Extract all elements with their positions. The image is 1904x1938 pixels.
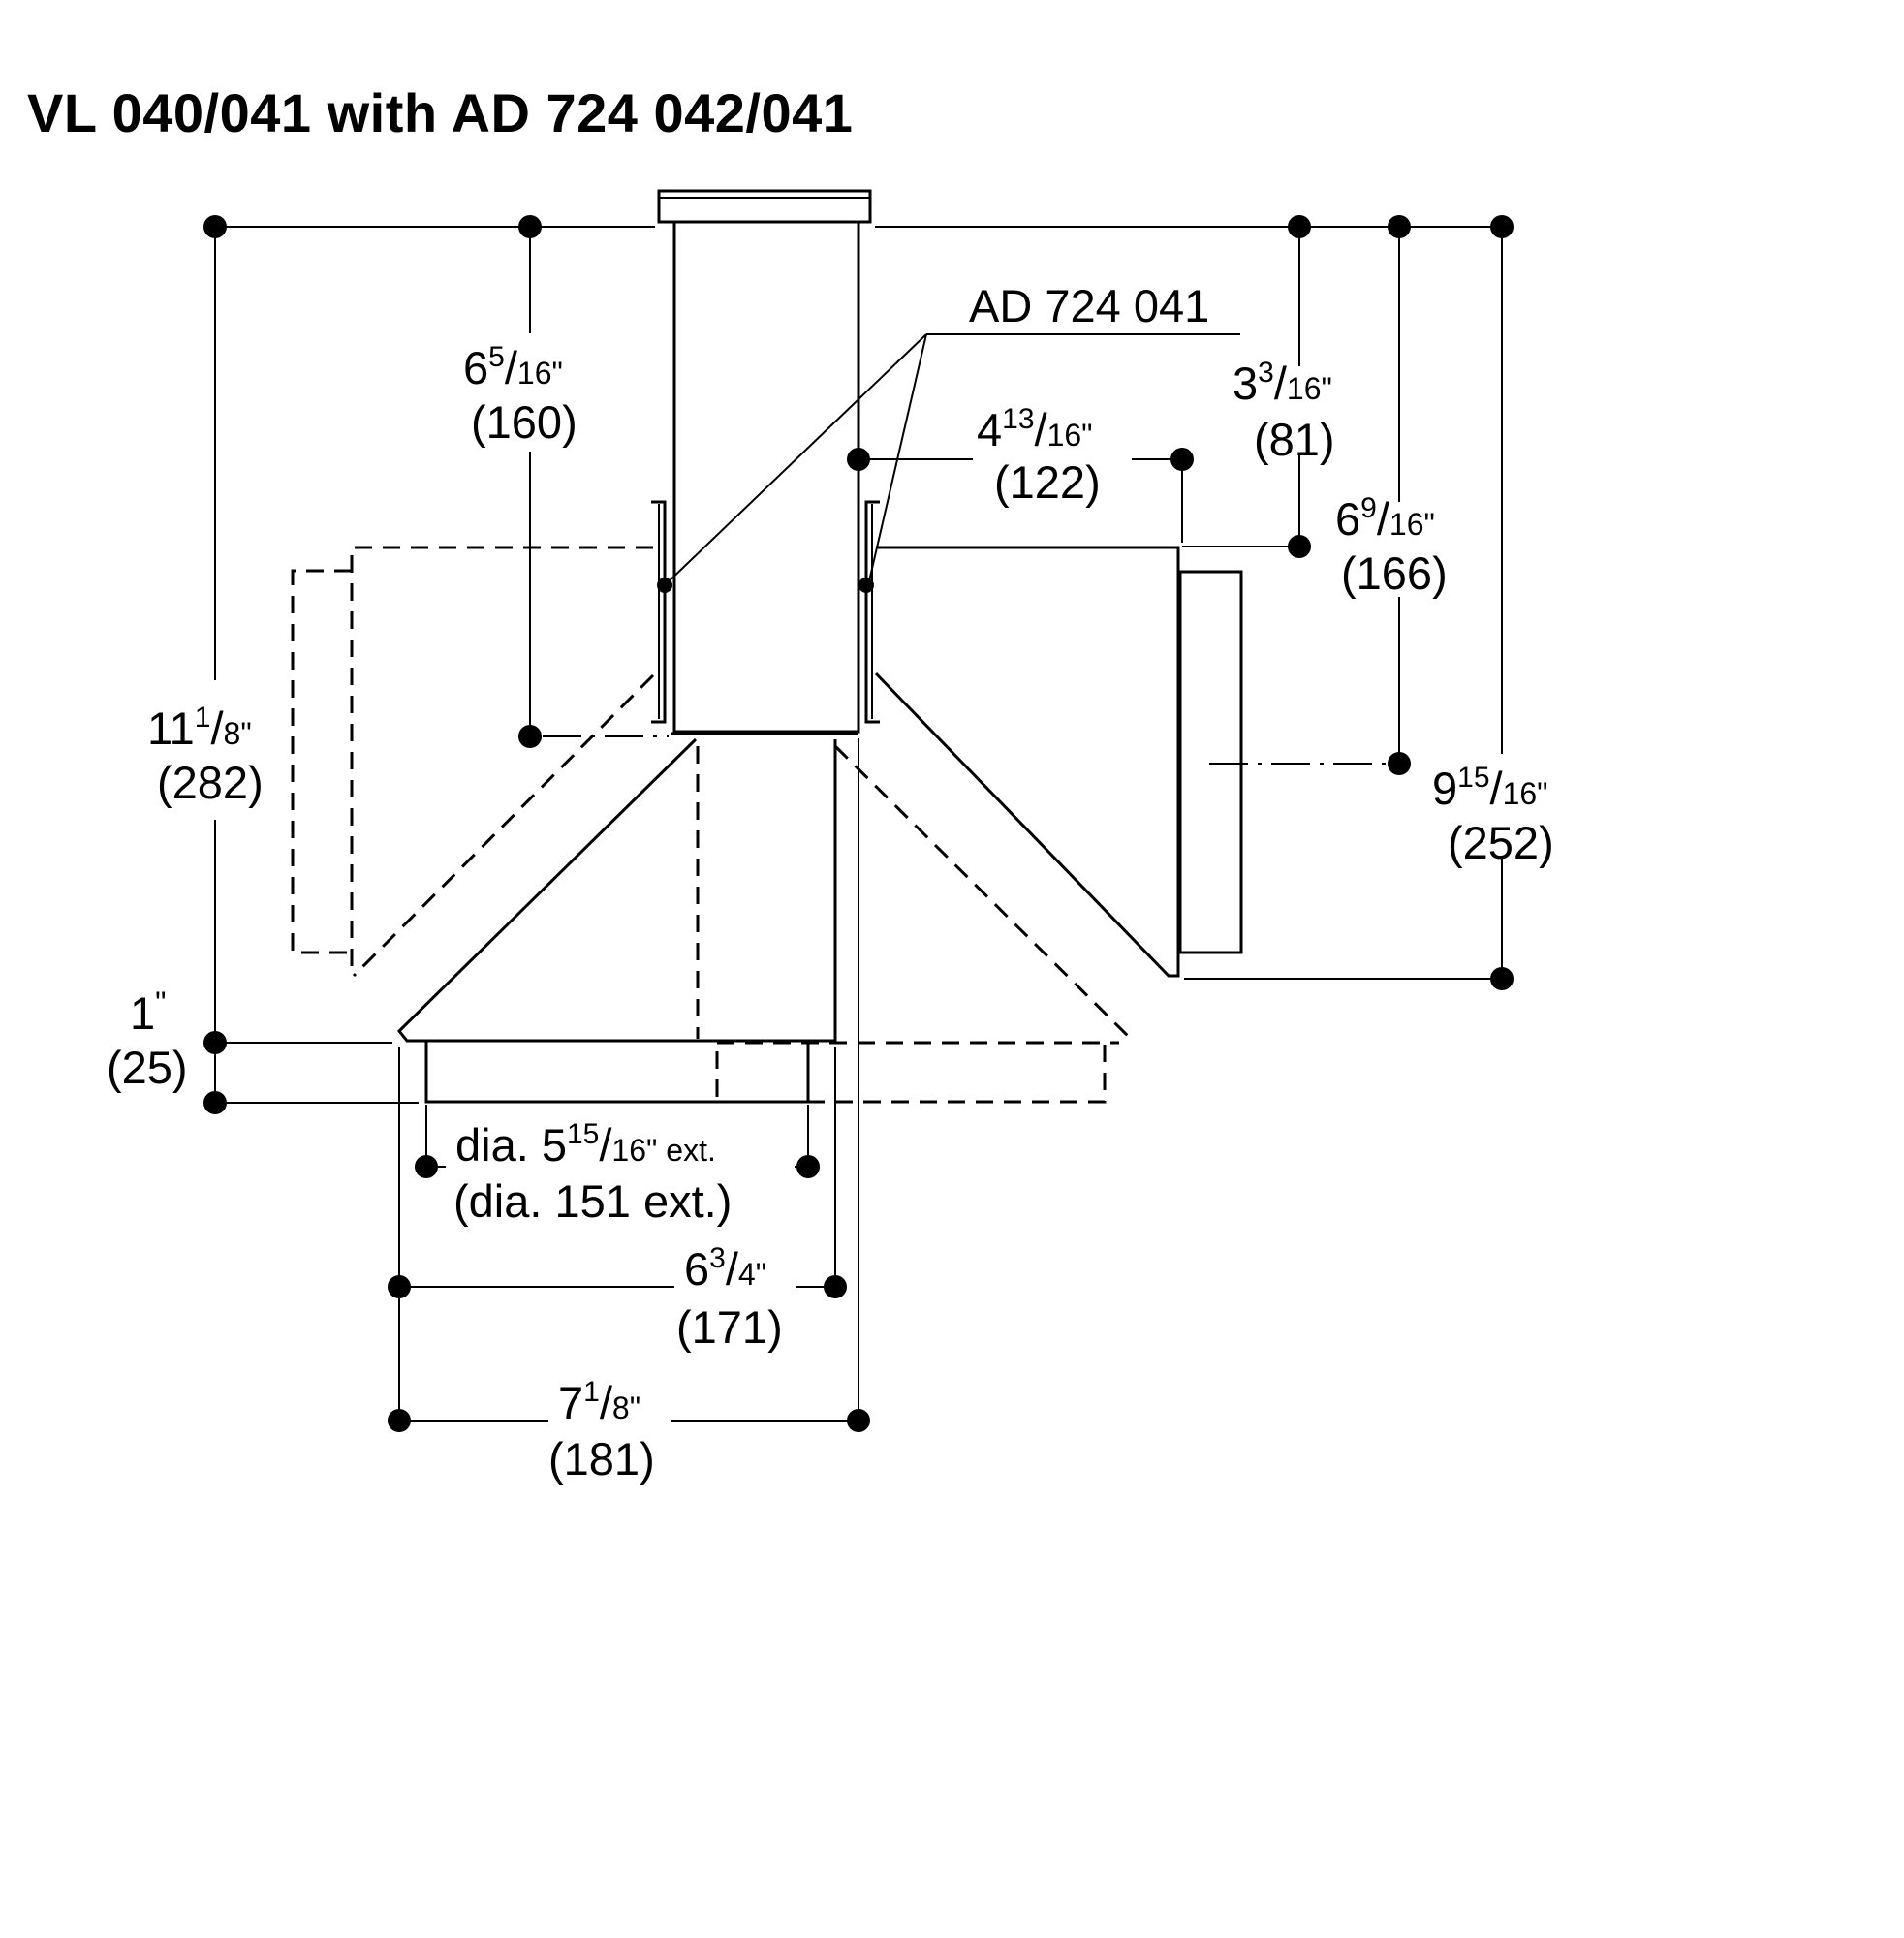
hood-trapezoid (396, 737, 837, 1043)
dim-overall-height-metric: (282) (157, 757, 264, 808)
dim-overall-width: 71/8" (558, 1376, 640, 1428)
dim-overall-height: 111/8" (147, 702, 252, 754)
outlet-collar (424, 1039, 810, 1104)
dim-chimney-height-metric: (160) (471, 396, 577, 448)
dim-side-projection: 413/16" (977, 403, 1093, 455)
dim-outlet-diameter-metric: (dia. 151 ext.) (453, 1175, 732, 1227)
dimension-points (203, 215, 1514, 1432)
dim-collar-height-metric: (25) (107, 1042, 188, 1093)
dim-side-center-metric: (166) (1341, 547, 1448, 599)
diagram-title: VL 040/041 with AD 724 042/041 (27, 82, 854, 143)
dim-chimney-height: 65/16" (463, 341, 563, 393)
side-fan-unit (874, 546, 1243, 978)
dim-top-offset-metric: (81) (1254, 414, 1335, 465)
dim-side-height: 915/16" (1432, 762, 1548, 814)
dim-collar-height: 1" (130, 985, 167, 1039)
dim-base-width: 63/4" (684, 1242, 766, 1295)
dim-outlet-diameter: dia. 515/16" ext. (455, 1118, 716, 1171)
dim-overall-width-metric: (181) (548, 1433, 655, 1485)
alternate-position-outline (291, 546, 1131, 1104)
dim-base-width-metric: (171) (676, 1301, 783, 1353)
hood-body (396, 189, 872, 1104)
dim-top-offset: 33/16" (1233, 357, 1332, 409)
chimney-duct (672, 220, 860, 734)
dim-side-projection-metric: (122) (994, 456, 1101, 508)
dim-side-height-metric: (252) (1448, 817, 1554, 868)
bracket-screw-right (858, 578, 874, 593)
part-label: AD 724 041 (969, 280, 1209, 331)
dim-side-center: 69/16" (1335, 492, 1435, 545)
mounting-brackets (651, 500, 880, 724)
top-cap (657, 189, 872, 224)
